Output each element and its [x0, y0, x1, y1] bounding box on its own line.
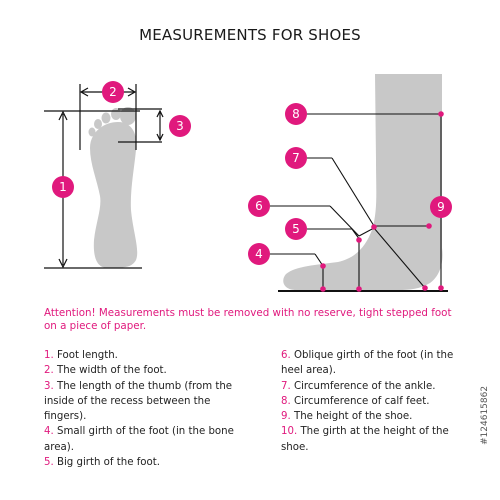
footprint-sole	[90, 122, 138, 268]
footprint-toe-big	[120, 107, 136, 125]
footprint-toe-3	[101, 112, 111, 124]
badge-4: 4	[248, 243, 270, 265]
measure-3-lines	[118, 108, 164, 143]
list-item: 6. Oblique girth of the foot (in the hee…	[281, 350, 454, 377]
footprint	[88, 107, 138, 268]
measurement-diagram: 1 2 3 4 5 6 7 8 9	[44, 74, 452, 292]
list-item: 3. The length of the thumb (from the ins…	[44, 380, 233, 423]
stock-id-watermark: #124615862	[480, 385, 490, 445]
footprint-toe-5	[88, 127, 96, 137]
measurement-list-right: 6. Oblique girth of the foot (in the hee…	[281, 348, 471, 455]
list-item: 10. The girth at the height of the shoe.	[281, 426, 449, 453]
list-item: 4. Small girth of the foot (in the bone …	[44, 426, 234, 453]
badge-3: 3	[169, 115, 191, 137]
measurement-list-left: 1. Foot length. 2. The width of the foot…	[44, 348, 244, 470]
badge-2: 2	[102, 81, 124, 103]
svg-text:5: 5	[292, 222, 300, 236]
footprint-toe-4	[94, 119, 102, 129]
page-title: MEASUREMENTS FOR SHOES	[139, 26, 361, 44]
svg-text:8: 8	[292, 107, 300, 121]
leg-measure-lines	[270, 113, 442, 289]
list-item: 1. Foot length.	[44, 350, 118, 361]
footprint-toe-2	[111, 108, 121, 120]
leg-measure-dots	[320, 111, 444, 292]
badge-8: 8	[285, 103, 307, 125]
list-item: 7. Circumference of the ankle.	[281, 380, 436, 392]
svg-text:9: 9	[437, 200, 445, 214]
badge-9: 9	[430, 196, 452, 218]
svg-text:7: 7	[292, 151, 300, 165]
list-item: 5. Big girth of the foot.	[44, 457, 160, 469]
badge-5: 5	[285, 218, 307, 240]
attention-note: Attention! Measurements must be removed …	[44, 307, 452, 332]
svg-text:4: 4	[255, 247, 263, 261]
svg-text:2: 2	[109, 85, 117, 99]
list-item: 8. Circumference of calf feet.	[281, 395, 430, 407]
svg-text:3: 3	[176, 119, 184, 133]
list-item: 9. The height of the shoe.	[281, 411, 413, 423]
leg-silhouette	[283, 74, 443, 290]
badge-6: 6	[248, 195, 270, 217]
badge-7: 7	[285, 147, 307, 169]
list-item: 2. The width of the foot.	[44, 365, 167, 377]
svg-text:1: 1	[59, 180, 67, 194]
svg-text:6: 6	[255, 199, 263, 213]
badge-1: 1	[52, 176, 74, 198]
leg-shape	[283, 74, 443, 290]
